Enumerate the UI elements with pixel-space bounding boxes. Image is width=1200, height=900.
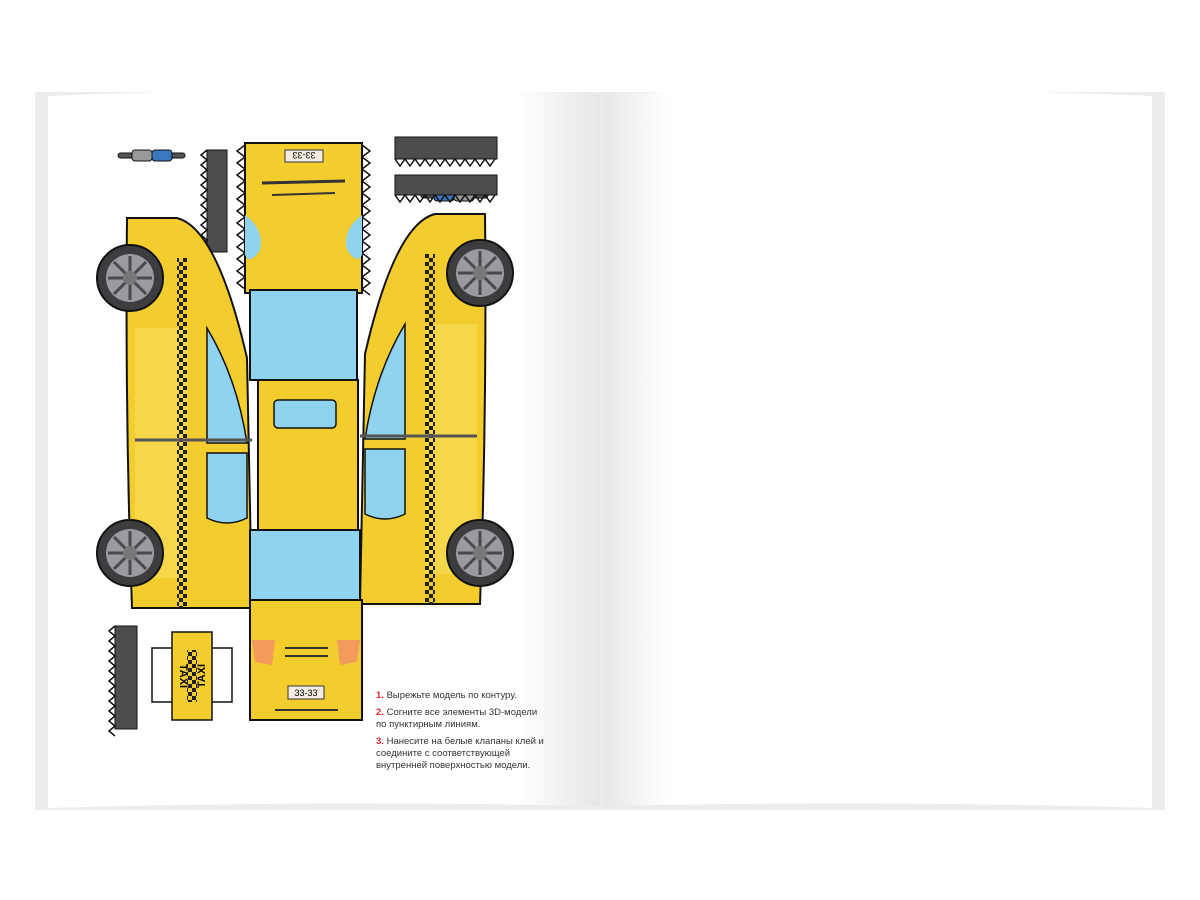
car-body-top-piece: 33-33 33-33 — [235, 142, 372, 721]
glue-strip — [394, 174, 498, 204]
instruction-step: 1. Вырежьте модель по контуру. — [376, 690, 517, 701]
taxi-sign-text: TAXI — [196, 664, 208, 688]
instruction-step: 3. Нанесите на белые клапаны клей и соед… — [376, 736, 544, 771]
assembly-instructions: 1. Вырежьте модель по контуру. 2. Согнит… — [376, 690, 546, 777]
front-license-plate: 33-33 — [292, 150, 315, 160]
glue-strip — [107, 625, 138, 737]
rear-license-plate: 33-33 — [294, 688, 317, 698]
instruction-step: 2. Согните все элементы 3D-модели по пун… — [376, 707, 538, 730]
taxi-sign-piece: TAXI TAXI — [151, 631, 233, 721]
glue-strip — [199, 149, 228, 253]
glue-strip — [394, 136, 498, 168]
taxi-sign-text: TAXI — [177, 664, 189, 688]
right-page — [604, 89, 1152, 809]
